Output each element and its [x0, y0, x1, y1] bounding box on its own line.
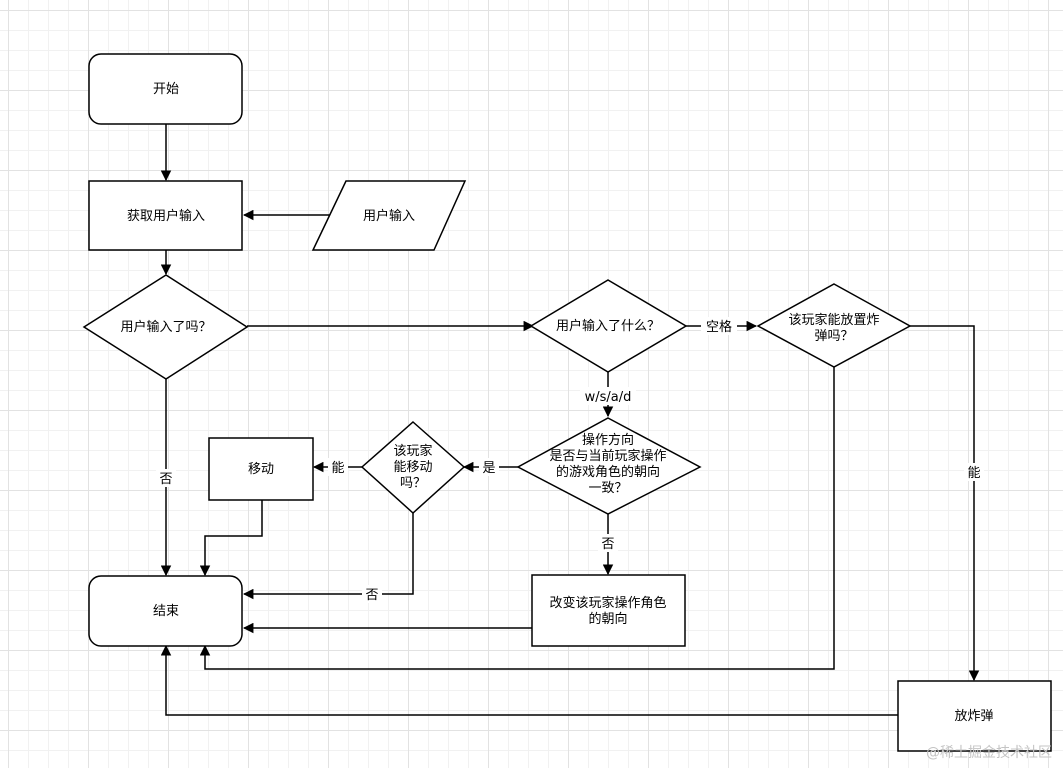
edge-label-wasd: w/s/a/d — [580, 387, 636, 405]
edge-label-move-yes: 能 — [328, 458, 348, 476]
edge-label-no-input-text: 否 — [159, 472, 172, 487]
edge-place-bomb-to-end — [160, 644, 898, 716]
edge-label-bomb-yes-text: 能 — [967, 466, 980, 481]
place-bomb-node-label: 放炸弹 — [954, 709, 993, 724]
edge-can-bomb-no-to-end — [199, 367, 835, 670]
move-node: 移动 — [208, 437, 314, 501]
get-input-node-label: 获取用户输入 — [127, 208, 205, 224]
can-move-decision: 该玩家 能移动 吗？ — [360, 420, 466, 515]
move-node-label: 移动 — [248, 462, 274, 477]
edge-label-space-text: 空格 — [706, 319, 732, 335]
get-input-node: 获取用户输入 — [88, 180, 243, 251]
nodes: 开始 获取用户输入 用户输入 用户输入了吗？ 用户输入了什么？ 该玩家能放置炸 … — [82, 53, 1052, 752]
edge-label-space: 空格 — [701, 317, 737, 335]
change-direction-label-line1: 改变该玩家操作角色 — [549, 595, 666, 611]
edge-label-no-input: 否 — [156, 469, 176, 487]
can-move-label-line1: 该玩家 — [393, 443, 432, 459]
end-node: 结束 — [88, 575, 243, 647]
direction-check-label-line4: 一致？ — [588, 481, 627, 496]
edge-label-wasd-text: w/s/a/d — [585, 390, 632, 405]
watermark-text: @稀土掘金技术社区 — [926, 745, 1052, 761]
direction-check-decision: 操作方向 是否与当前玩家操作 的游戏角色的朝向 一致？ — [516, 417, 702, 515]
edge-label-move-no-text: 否 — [365, 588, 378, 603]
edge-can-move-no-to-end — [242, 513, 414, 600]
edge-label-direction-yes-text: 是 — [482, 461, 495, 476]
edge-label-direction-yes: 是 — [479, 458, 499, 476]
start-node: 开始 — [88, 53, 243, 125]
change-direction-node: 改变该玩家操作角色 的朝向 — [531, 574, 686, 647]
edge-label-direction-no: 否 — [598, 534, 618, 552]
what-input-decision-label: 用户输入了什么？ — [556, 318, 660, 334]
edges — [160, 124, 980, 716]
edge-labels: 否 空格 w/s/a/d 能 是 否 能 否 — [156, 317, 984, 603]
can-bomb-decision: 该玩家能放置炸 弹吗？ — [756, 283, 912, 368]
edge-label-bomb-yes: 能 — [964, 463, 984, 481]
edge-label-move-yes-text: 能 — [331, 461, 344, 476]
edge-can-bomb-yes-to-place-bomb — [910, 325, 980, 682]
user-input-io-node: 用户输入 — [311, 180, 467, 251]
can-bomb-decision-label-line1: 该玩家能放置炸 — [788, 312, 879, 328]
direction-check-label-line3: 的游戏角色的朝向 — [556, 464, 660, 480]
edge-label-move-no: 否 — [362, 585, 382, 603]
place-bomb-node: 放炸弹 — [897, 680, 1052, 752]
change-direction-label-line2: 的朝向 — [588, 611, 627, 627]
start-node-label: 开始 — [153, 82, 179, 97]
can-bomb-decision-label-line2: 弹吗？ — [814, 329, 853, 344]
can-move-label-line2: 能移动 — [393, 460, 432, 475]
end-node-label: 结束 — [153, 604, 179, 619]
user-input-io-label: 用户输入 — [363, 208, 415, 224]
edge-label-direction-no-text: 否 — [601, 537, 614, 552]
edge-move-to-end — [199, 500, 263, 577]
has-input-decision-label: 用户输入了吗？ — [120, 319, 211, 335]
can-move-label-line3: 吗？ — [400, 476, 426, 491]
direction-check-label-line2: 是否与当前玩家操作 — [549, 448, 666, 464]
direction-check-label-line1: 操作方向 — [582, 432, 634, 448]
has-input-decision: 用户输入了吗？ — [82, 274, 249, 380]
what-input-decision: 用户输入了什么？ — [529, 279, 688, 373]
